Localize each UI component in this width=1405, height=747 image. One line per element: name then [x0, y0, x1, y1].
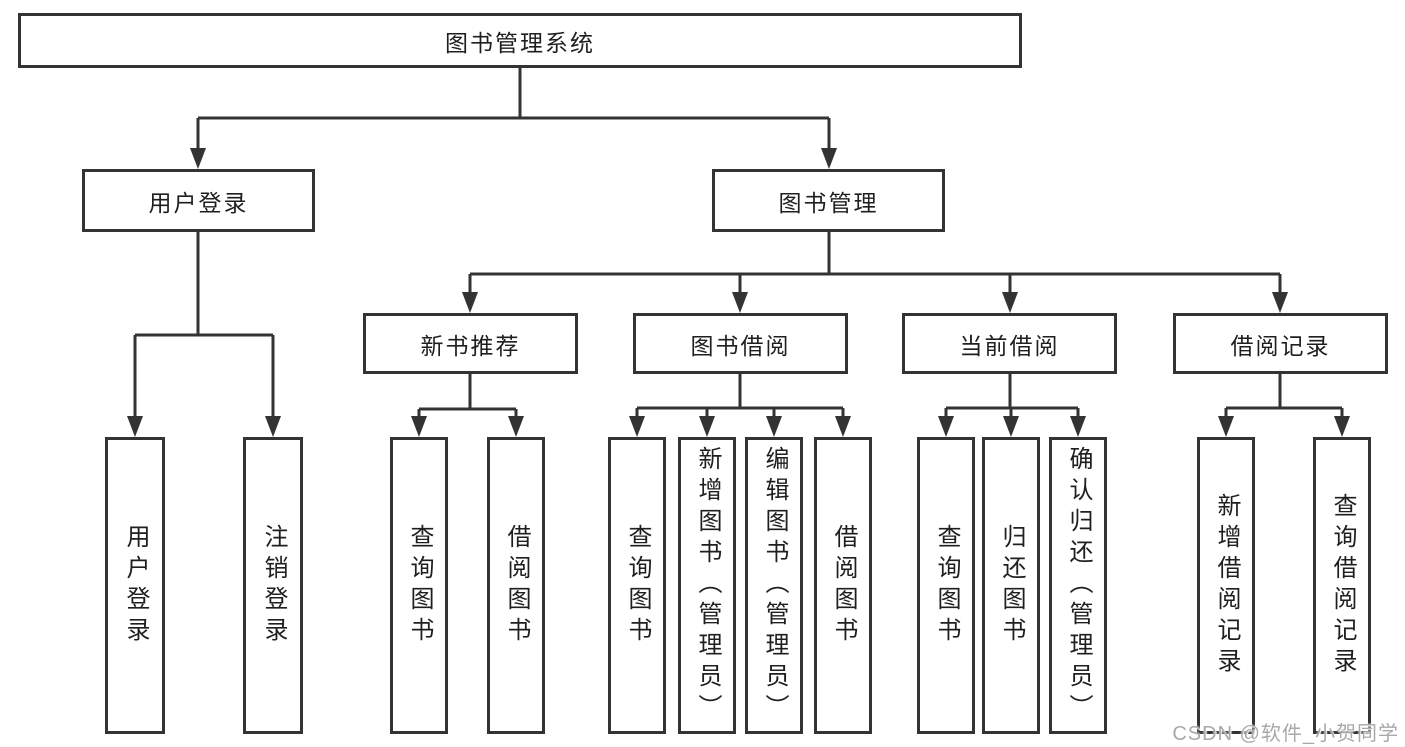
- leaf-borrow-query-books: 查询图书: [608, 437, 666, 734]
- node-label: 借阅记录: [1230, 332, 1331, 359]
- node-label: 新增借阅记录: [1213, 492, 1240, 679]
- leaf-current-confirm-return-admin: 确认归还（管理员）: [1049, 437, 1107, 734]
- leaf-borrow-edit-books-admin: 编辑图书（管理员）: [745, 437, 803, 734]
- connector-current-borrow-children: [944, 374, 1080, 417]
- leaf-newrec-query-books: 查询图书: [390, 437, 448, 734]
- node-label: 编辑图书（管理员）: [761, 446, 788, 725]
- node-label: 注销登录: [260, 523, 287, 648]
- node-label: 新书推荐: [420, 332, 521, 359]
- node-label: 图书管理系统: [445, 29, 595, 56]
- connector-book-management-children: [468, 232, 1282, 293]
- node-label: 确认归还（管理员）: [1065, 446, 1092, 725]
- node-current-borrow: 当前借阅: [902, 313, 1117, 374]
- node-label: 图书管理: [778, 189, 879, 216]
- leaf-current-return-books: 归还图书: [982, 437, 1040, 734]
- node-label: 查询借阅记录: [1329, 492, 1356, 679]
- csdn-watermark: CSDN @软件_小贺同学: [1172, 723, 1399, 745]
- leaf-current-query-books: 查询图书: [917, 437, 975, 734]
- node-borrow-records: 借阅记录: [1173, 313, 1388, 374]
- node-label: 图书借阅: [690, 332, 791, 359]
- node-label: 当前借阅: [959, 332, 1060, 359]
- node-label: 用户登录: [148, 189, 249, 216]
- leaf-records-add-borrow-record: 新增借阅记录: [1197, 437, 1255, 734]
- leaf-borrow-borrow-books: 借阅图书: [814, 437, 872, 734]
- connector-borrow-records-children: [1224, 374, 1344, 417]
- connector-root-to-level2: [196, 68, 831, 149]
- leaf-user-login: 用户登录: [105, 437, 165, 734]
- node-label: 查询图书: [933, 523, 960, 648]
- connector-user-login-children: [133, 232, 275, 417]
- node-root-library-management-system: 图书管理系统: [18, 13, 1022, 68]
- node-book-borrow: 图书借阅: [633, 313, 848, 374]
- node-label: 用户登录: [122, 523, 149, 648]
- node-label: 查询图书: [406, 523, 433, 648]
- node-user-login: 用户登录: [82, 169, 315, 232]
- node-label: 借阅图书: [503, 523, 530, 648]
- leaf-borrow-add-books-admin: 新增图书（管理员）: [678, 437, 736, 734]
- node-new-book-recommend: 新书推荐: [363, 313, 578, 374]
- leaf-logout: 注销登录: [243, 437, 303, 734]
- leaf-newrec-borrow-books: 借阅图书: [487, 437, 545, 734]
- connector-book-borrow-children: [635, 374, 845, 417]
- node-label: 归还图书: [998, 523, 1025, 648]
- node-label: 查询图书: [624, 523, 651, 648]
- node-book-management: 图书管理: [712, 169, 945, 232]
- node-label: 借阅图书: [830, 523, 857, 648]
- leaf-records-query-borrow-record: 查询借阅记录: [1313, 437, 1371, 734]
- connector-new-book-recommend-children: [417, 374, 518, 417]
- node-label: 新增图书（管理员）: [694, 446, 721, 725]
